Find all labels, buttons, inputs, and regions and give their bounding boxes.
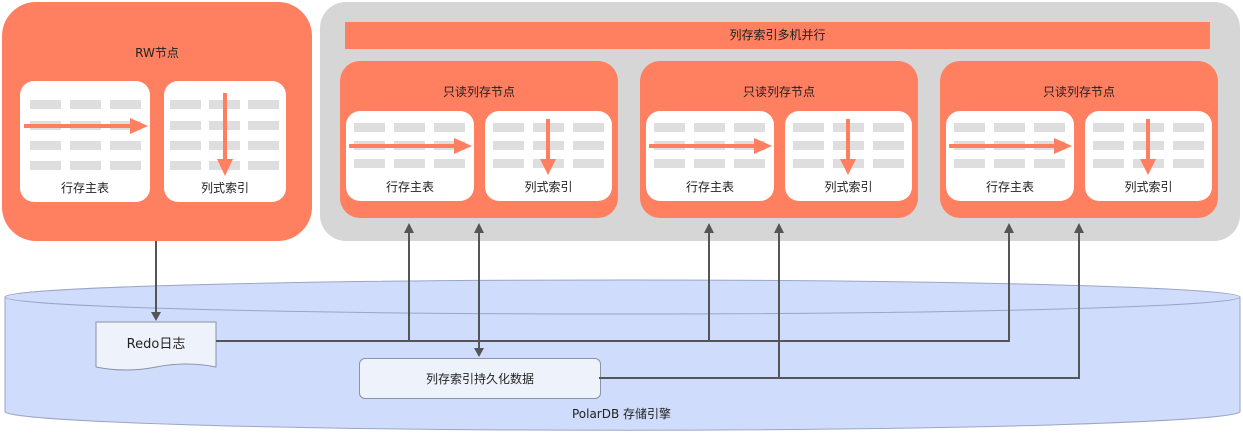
readonly-node-title: 只读列存节点 xyxy=(742,85,815,99)
parallel-banner: 列存索引多机并行 xyxy=(345,22,1210,49)
readonly-node: 只读列存节点 行存主表 列式索引 xyxy=(340,61,618,218)
column-scan-arrow-icon xyxy=(840,119,856,175)
readonly-node-title: 只读列存节点 xyxy=(1042,85,1115,99)
column-index-label: 列式索引 xyxy=(824,180,873,194)
column-index-card: 列式索引 xyxy=(1085,111,1212,201)
row-table-label: 行存主表 xyxy=(985,180,1034,194)
column-index-card: 列式索引 xyxy=(785,111,912,201)
row-table-card: 行存主表 xyxy=(346,111,474,201)
column-scan-arrow-icon xyxy=(1140,119,1156,175)
row-scan-arrow-icon xyxy=(949,138,1072,154)
storage-engine-label: PolarDB 存储引擎 xyxy=(571,407,672,421)
column-scan-arrow-icon xyxy=(217,93,233,176)
row-scan-arrow-icon xyxy=(649,138,772,154)
row-table-label: 行存主表 xyxy=(385,180,434,194)
readonly-node: 只读列存节点 行存主表 列式索引 xyxy=(940,61,1218,218)
column-index-card: 列式索引 xyxy=(485,111,612,201)
row-table-label: 行存主表 xyxy=(685,180,734,194)
column-index-label: 列式索引 xyxy=(200,181,249,195)
persisted-data-label: 列存索引持久化数据 xyxy=(425,372,534,386)
row-scan-arrow-icon xyxy=(24,118,148,134)
readonly-node: 只读列存节点 行存主表 列式索引 xyxy=(640,61,918,218)
column-scan-arrow-icon xyxy=(540,119,556,175)
row-scan-arrow-icon xyxy=(349,138,472,154)
row-table-label: 行存主表 xyxy=(60,181,109,195)
row-table-card: 行存主表 xyxy=(646,111,774,201)
column-index-label: 列式索引 xyxy=(524,180,573,194)
column-index-card: 列式索引 xyxy=(164,81,286,202)
redo-log-label: Redo日志 xyxy=(126,337,186,352)
rw-node-title: RW节点 xyxy=(135,46,179,60)
column-index-label: 列式索引 xyxy=(1124,180,1173,194)
row-table-card: 行存主表 xyxy=(946,111,1074,201)
readonly-node-title: 只读列存节点 xyxy=(442,85,515,99)
rw-node: RW节点 行存主表 列式索引 xyxy=(2,2,312,241)
row-table-card: 行存主表 xyxy=(20,81,150,202)
